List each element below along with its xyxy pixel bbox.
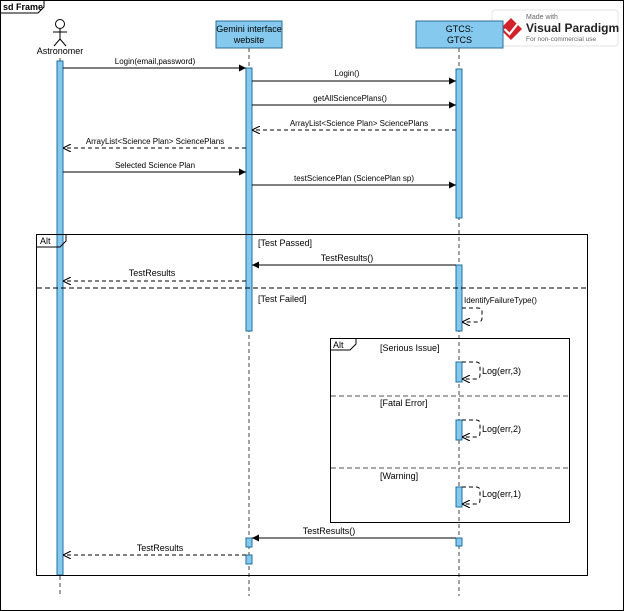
participant-gtcs-line2: GTCS [447, 35, 472, 45]
message-login: Login() [252, 69, 456, 85]
alt-fragment-inner: Alt [Serious Issue] [Fatal Error] [Warni… [330, 338, 570, 523]
message-log-2-label: Log(err,2) [482, 424, 521, 434]
sd-frame-label: sd Frame [3, 2, 43, 12]
visual-paradigm-watermark: Made with Visual Paradigm For non-commer… [491, 9, 619, 47]
message-log-2: Log(err,2) [462, 419, 521, 437]
message-arraylist-return-2-label: ArrayList<Science Plan> SciencePlans [86, 137, 224, 146]
message-test-results-return-1-label: TestResults [129, 268, 176, 278]
message-selected-science-plan: Selected Science Plan [63, 161, 246, 176]
message-test-results-2-label: TestResults() [303, 526, 356, 536]
message-get-all-science-plans: getAllSciencePlans() [252, 94, 456, 109]
alt-outer-label: Alt [40, 236, 51, 246]
message-test-results-call: TestResults() [252, 253, 456, 269]
message-log-1-label: Log(err,1) [482, 489, 521, 499]
guard-serious-issue: [Serious Issue] [380, 343, 440, 353]
actor-astronomer: Astronomer [37, 19, 84, 56]
stick-figure-icon [53, 19, 67, 47]
activation-gtcs-log2 [455, 419, 463, 441]
activation-gemini-final-2 [245, 554, 253, 565]
activation-astronomer [56, 60, 64, 576]
participant-gtcs-box [415, 20, 504, 49]
message-test-results-1-label: TestResults() [321, 253, 374, 263]
guard-warning: [Warning] [380, 471, 418, 481]
activation-gtcs-testresults [455, 264, 463, 332]
message-test-science-plan: testSciencePlan (SciencePlan sp) [252, 174, 456, 189]
message-login-email-label: Login(email,password) [115, 57, 196, 66]
actor-label: Astronomer [37, 46, 84, 56]
activation-gtcs-log1 [455, 486, 463, 508]
message-selected-plan-label: Selected Science Plan [115, 161, 195, 170]
message-arraylist-return-1-label: ArrayList<Science Plan> SciencePlans [290, 119, 428, 128]
message-get-all-label: getAllSciencePlans() [313, 94, 387, 103]
message-identify-failure-type: IdentifyFailureType() [462, 296, 537, 322]
visual-paradigm-logo-icon [500, 18, 522, 40]
activation-gtcs-final [455, 537, 463, 547]
activation-gemini-final-1 [245, 537, 253, 548]
alt-fragment-outer: Alt [Test Passed] [Test Failed] [36, 234, 588, 576]
watermark-brand: Visual Paradigm [526, 21, 619, 35]
participant-gemini-line1: Gemini interface [216, 24, 282, 34]
message-test-plan-label: testSciencePlan (SciencePlan sp) [294, 174, 414, 183]
alt-inner-label: Alt [333, 340, 344, 350]
message-test-results-return-2-label: TestResults [137, 543, 184, 553]
participant-gemini-line2: website [233, 35, 265, 45]
activation-gtcs-main [455, 68, 463, 219]
guard-fatal-error: [Fatal Error] [380, 398, 428, 408]
participant-gemini: Gemini interface website [215, 20, 283, 49]
message-log-1: Log(err,1) [462, 486, 521, 504]
guard-test-failed: [Test Failed] [258, 294, 307, 304]
message-login-email: Login(email,password) [63, 57, 246, 72]
message-login-label: Login() [335, 69, 360, 78]
message-log-3: Log(err,3) [462, 361, 521, 379]
activation-gtcs-log3 [455, 361, 463, 383]
message-arraylist-return-gtcs: ArrayList<Science Plan> SciencePlans [252, 119, 456, 130]
message-test-results-return-2: TestResults [63, 543, 246, 555]
message-log-3-label: Log(err,3) [482, 366, 521, 376]
message-identify-failure-label: IdentifyFailureType() [464, 296, 537, 305]
activation-gemini-main [245, 67, 253, 332]
message-test-results-return-1: TestResults [63, 268, 246, 281]
watermark-note: For non-commercial use [526, 36, 596, 43]
message-arraylist-return-gemini: ArrayList<Science Plan> SciencePlans [63, 137, 246, 148]
sd-frame-tab [0, 0, 45, 14]
guard-test-passed: [Test Passed] [258, 238, 312, 248]
participant-gtcs-line1: GTCS: [446, 24, 474, 34]
watermark-made-with: Made with [526, 14, 558, 21]
message-test-results-call-2: TestResults() [252, 526, 456, 542]
participant-gtcs: GTCS: GTCS [415, 20, 504, 49]
